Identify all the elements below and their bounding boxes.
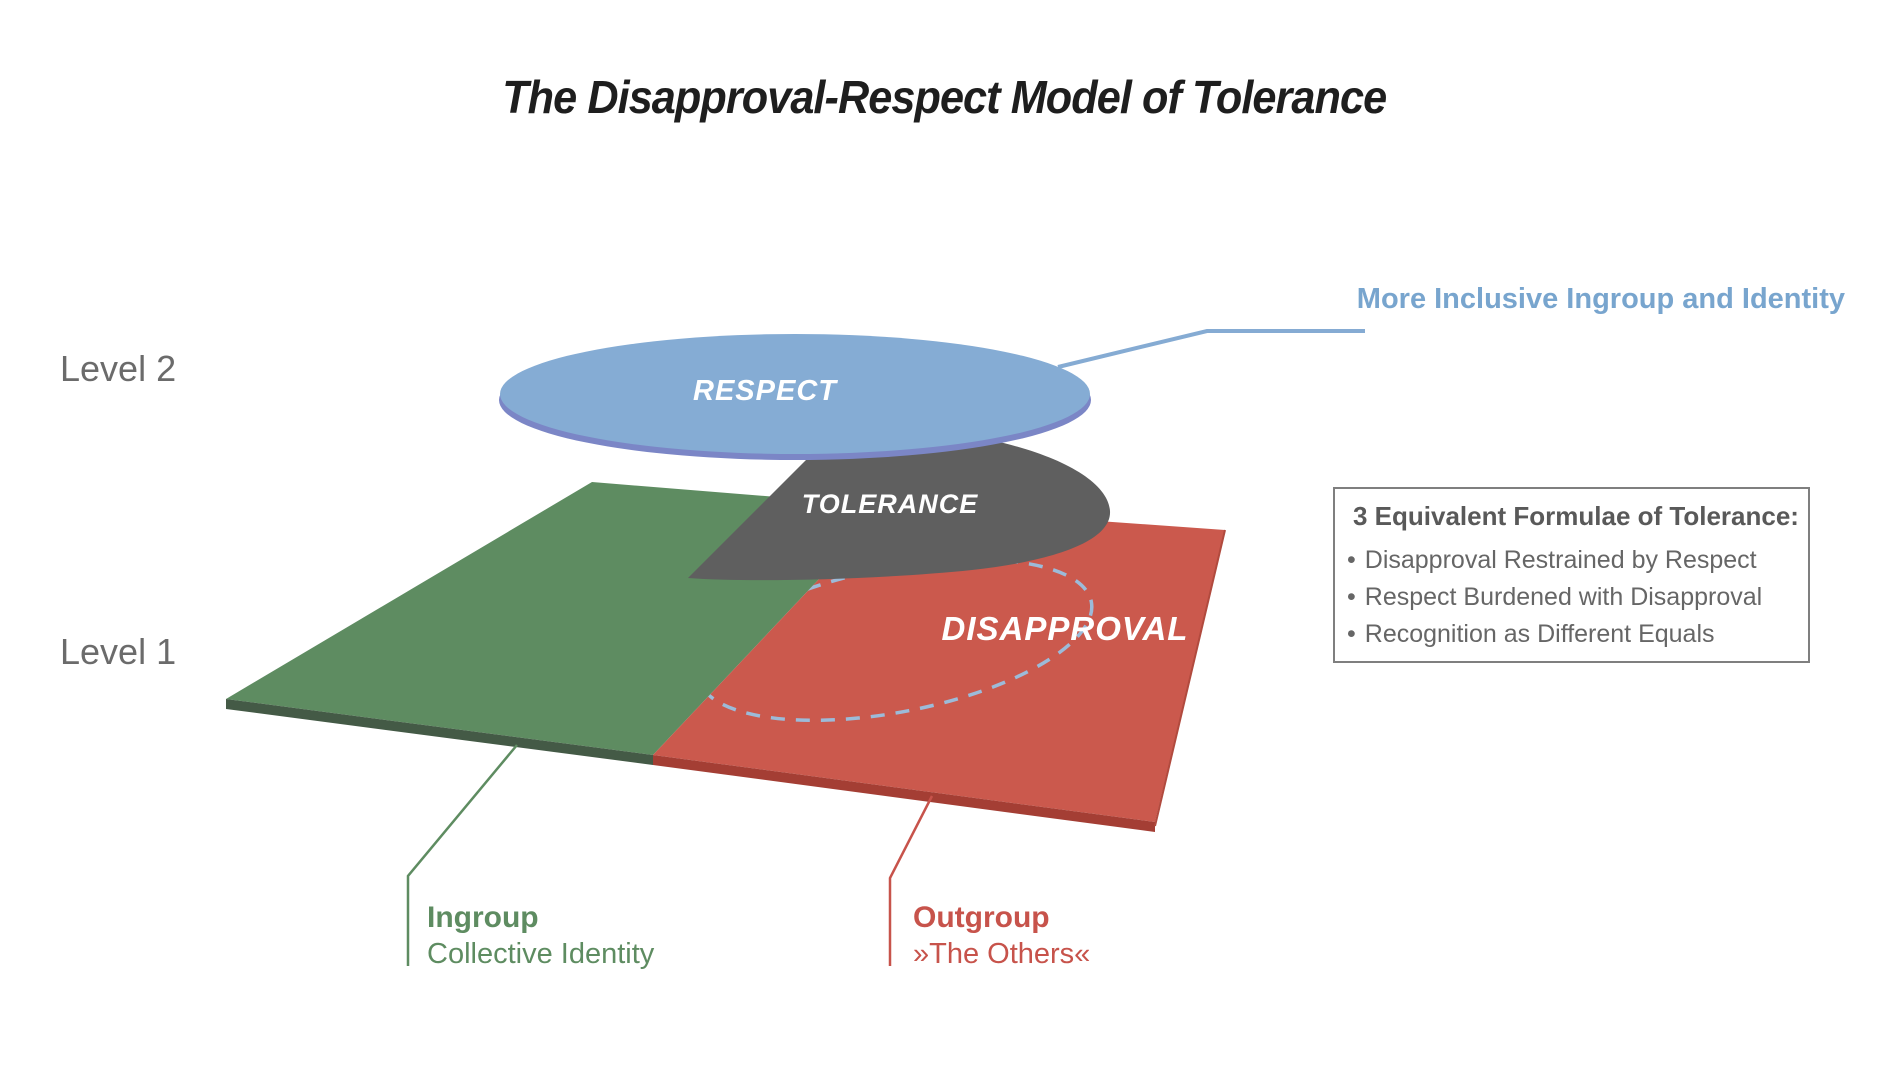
level-1-label: Level 1 — [60, 631, 177, 672]
ingroup-connector-line — [406, 744, 518, 966]
bullet-icon: • — [1347, 583, 1356, 611]
formulae-item-3: •Recognition as Different Equals — [1347, 620, 1715, 648]
formulae-box-title: 3 Equivalent Formulae of Tolerance: — [1353, 501, 1799, 531]
ingroup-title: Ingroup — [427, 901, 539, 934]
callout-more-inclusive-label: More Inclusive Ingroup and Identity — [1356, 283, 1845, 315]
outgroup-subtitle: »The Others« — [913, 938, 1091, 970]
formulae-box: 3 Equivalent Formulae of Tolerance: •Dis… — [1333, 487, 1810, 663]
ingroup-subtitle: Collective Identity — [427, 938, 655, 970]
outgroup-plane-right-edge — [1154, 529, 1226, 827]
tolerance-shape — [688, 430, 1111, 581]
outgroup-connector-line — [888, 795, 934, 966]
bullet-icon: • — [1347, 546, 1356, 574]
outgroup-label: Outgroup »The Others« — [913, 899, 1090, 973]
outgroup-plane-side — [653, 755, 1155, 832]
tolerance-label: TOLERANCE — [801, 489, 979, 519]
formulae-item-2: •Respect Burdened with Disapproval — [1347, 583, 1763, 611]
disapproval-label: DISAPPROVAL — [941, 610, 1189, 647]
bullet-icon: • — [1347, 620, 1356, 648]
ingroup-label: Ingroup Collective Identity — [427, 899, 654, 973]
formulae-item-1: •Disapproval Restrained by Respect — [1347, 546, 1757, 574]
ingroup-plane-side — [226, 699, 653, 765]
callout-connector-line — [1057, 329, 1365, 369]
respect-ellipse — [500, 334, 1090, 454]
page-title: The Disapproval-Respect Model of Toleran… — [502, 71, 1387, 123]
level-2-label: Level 2 — [60, 348, 177, 389]
respect-label: RESPECT — [693, 375, 837, 407]
outgroup-title: Outgroup — [913, 901, 1050, 934]
